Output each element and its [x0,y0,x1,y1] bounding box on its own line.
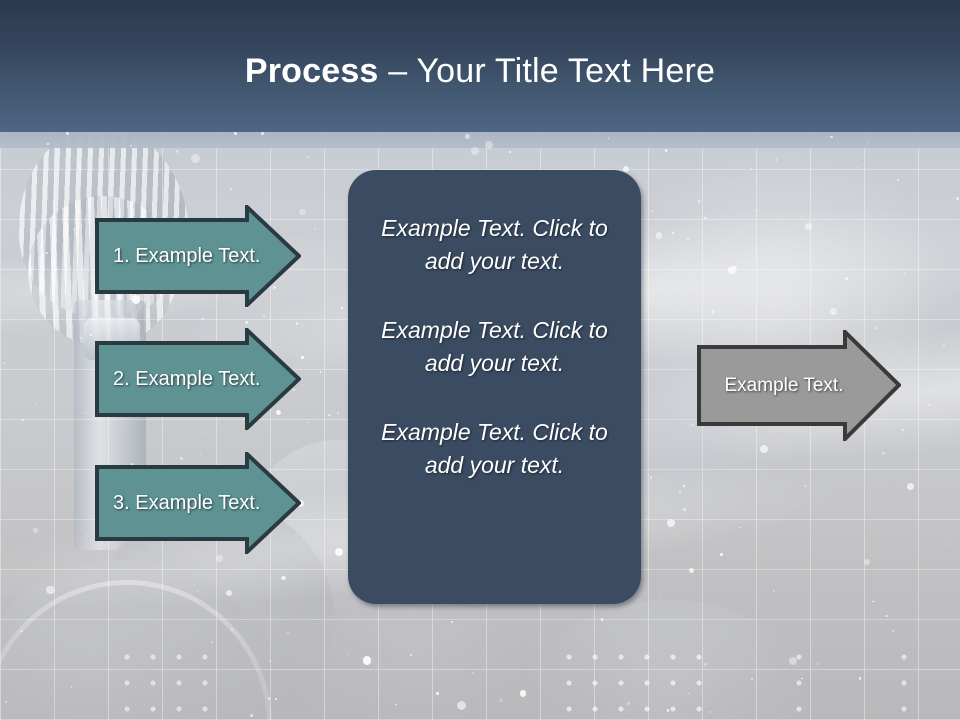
step-arrow-1-label: 1. Example Text. [113,244,261,267]
result-arrow-label: Example Text. [724,374,844,396]
page-title-bold: Process [244,52,379,90]
step-arrow-3-label: 3. Example Text. [113,491,261,514]
page-title: Process – Your Title Text Here [0,50,960,92]
slide-header-bar: Process – Your Title Text Here [0,0,960,132]
panel-paragraph-1: Example Text. Click to add your text. [381,215,608,274]
right-arrow-icon [95,452,301,554]
right-arrow-icon [697,330,901,441]
step-arrow-1[interactable]: 1. Example Text. [95,205,301,307]
panel-paragraph-3: Example Text. Click to add your text. [381,419,608,478]
step-arrow-2-label: 2. Example Text. [113,367,261,390]
right-arrow-icon [95,328,301,430]
page-title-light: Your Title Text Here [416,52,716,90]
page-title-separator: – [378,52,417,90]
step-arrow-2[interactable]: 2. Example Text. [95,328,301,430]
center-content-panel[interactable]: Example Text. Click to add your text. Ex… [348,170,641,604]
right-arrow-icon [95,205,301,307]
background-top-band [0,131,960,148]
panel-paragraph-2: Example Text. Click to add your text. [381,317,608,376]
result-arrow[interactable]: Example Text. [697,330,901,441]
step-arrow-3[interactable]: 3. Example Text. [95,452,301,554]
